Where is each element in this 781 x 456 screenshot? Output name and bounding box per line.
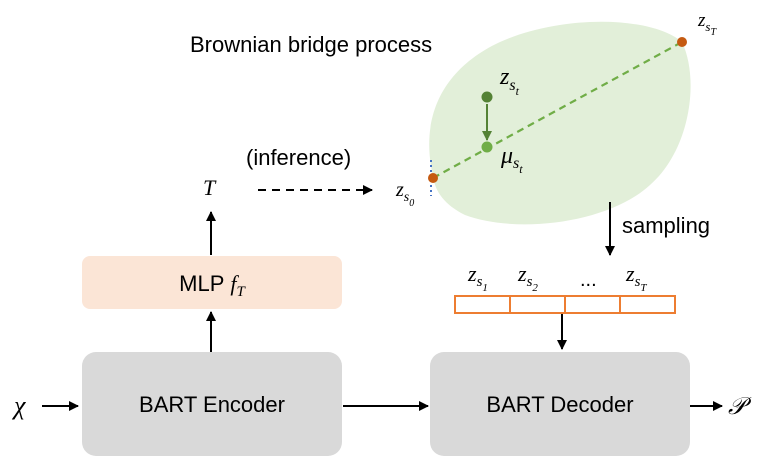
label-z-st: zst bbox=[499, 64, 520, 98]
point-z-st bbox=[481, 91, 493, 103]
latent-space-blob bbox=[429, 21, 691, 225]
decoder-label: BART Decoder bbox=[486, 392, 633, 417]
label-z-sT-seq: zsT bbox=[625, 261, 647, 294]
mlp-box bbox=[82, 256, 342, 309]
latent-cell-4 bbox=[619, 295, 676, 314]
point-z-sT bbox=[677, 37, 687, 47]
encoder-box bbox=[82, 352, 342, 456]
diagram-title: Brownian bridge process bbox=[190, 32, 432, 57]
decoder-box bbox=[430, 352, 690, 456]
label-z-s1: zs1 bbox=[467, 261, 488, 294]
label-z-s2: zs2 bbox=[517, 261, 538, 294]
latent-cell-1 bbox=[454, 295, 511, 314]
inference-label: (inference) bbox=[246, 145, 351, 170]
sampling-label: sampling bbox=[622, 213, 710, 238]
label-mu-st: μst bbox=[500, 143, 523, 176]
label-z-sT: zsT bbox=[697, 10, 717, 38]
input-symbol: χ bbox=[11, 391, 26, 420]
output-symbol: 𝒫 bbox=[728, 394, 752, 420]
t-output-label: T bbox=[203, 175, 217, 200]
latent-cell-3 bbox=[564, 295, 621, 314]
latent-cell-2 bbox=[509, 295, 566, 314]
label-z-s0: zs0 bbox=[395, 179, 414, 209]
encoder-label: BART Encoder bbox=[139, 392, 285, 417]
ellipsis: ... bbox=[580, 269, 597, 291]
point-z-s0 bbox=[428, 173, 438, 183]
point-mu-st bbox=[481, 141, 493, 153]
